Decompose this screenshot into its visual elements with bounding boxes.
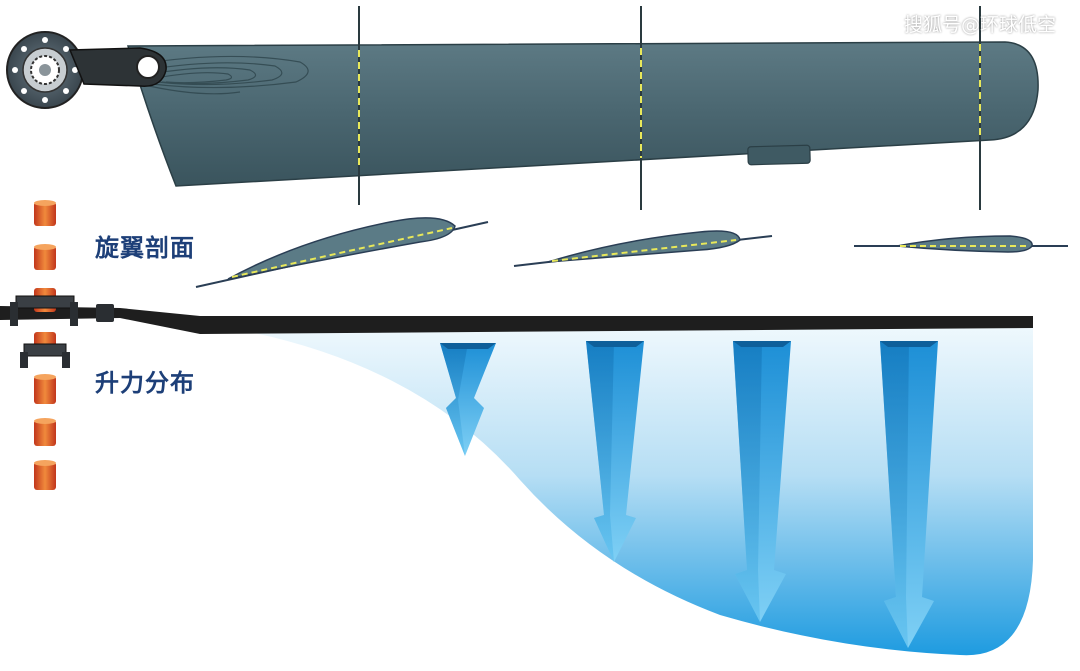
lift-arrow-1 [440, 343, 496, 456]
rotor-blade [126, 41, 1039, 187]
rotor-mast-icon [10, 200, 114, 490]
lift-distribution-area [240, 328, 1033, 656]
rotor-hub-icon [6, 31, 84, 109]
watermark: 搜狐号@环球低空 [903, 14, 1056, 36]
lift-arrow-3 [733, 341, 791, 622]
section-cut-lines [358, 6, 981, 210]
trim-tab [747, 144, 811, 166]
airfoil-sections-label: 旋翼剖面 [95, 234, 195, 262]
lift-distribution-label: 升力分布 [95, 369, 195, 397]
lift-arrow-4 [880, 341, 938, 648]
airfoil-section-root [195, 217, 489, 288]
blade-grip-icon [68, 47, 167, 87]
blade-side-view [0, 306, 1033, 334]
lift-arrow-2 [586, 341, 644, 562]
lift-arrows [440, 341, 938, 648]
airfoil-section-tip [854, 235, 1068, 253]
hub-clamp [10, 295, 114, 368]
airfoil-section-mid [513, 230, 773, 267]
